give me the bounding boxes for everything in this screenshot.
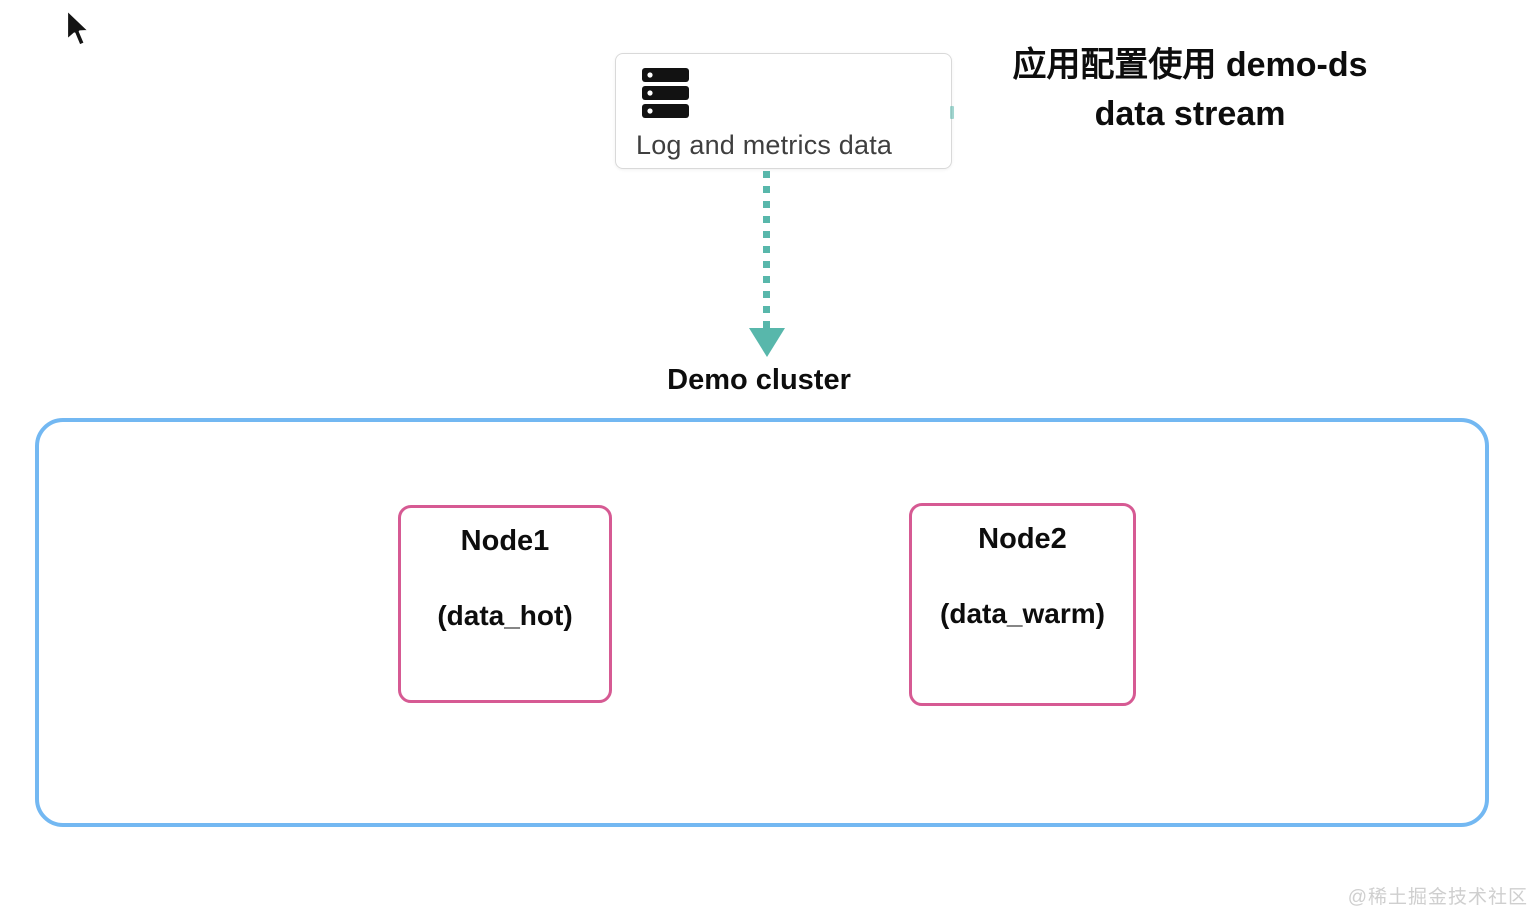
annotation-title: 应用配置使用 demo-ds data stream bbox=[950, 41, 1430, 139]
watermark: @稀土掘金技术社区 bbox=[1347, 887, 1528, 908]
server-stack-icon bbox=[642, 68, 690, 120]
dotted-arrow-line bbox=[763, 171, 770, 328]
source-box-label: Log and metrics data bbox=[636, 130, 893, 160]
demo-cluster-container bbox=[35, 418, 1489, 827]
node1-tier: (data_hot) bbox=[437, 600, 573, 631]
annotation-line2: data stream bbox=[1094, 95, 1286, 133]
node2-box: Node2 (data_warm) bbox=[909, 503, 1136, 706]
node2-name: Node2 bbox=[978, 523, 1067, 555]
node2-tier: (data_warm) bbox=[940, 598, 1105, 629]
arrow-head-icon bbox=[749, 328, 785, 357]
mouse-cursor-icon bbox=[63, 8, 93, 50]
log-metrics-source-box: Log and metrics data bbox=[615, 53, 952, 169]
node1-name: Node1 bbox=[460, 525, 550, 557]
connector-anchor bbox=[950, 106, 954, 119]
node1-box: Node1 (data_hot) bbox=[398, 505, 612, 703]
cluster-label: Demo cluster bbox=[667, 364, 851, 396]
annotation-line1: 应用配置使用 demo-ds bbox=[1012, 46, 1368, 84]
